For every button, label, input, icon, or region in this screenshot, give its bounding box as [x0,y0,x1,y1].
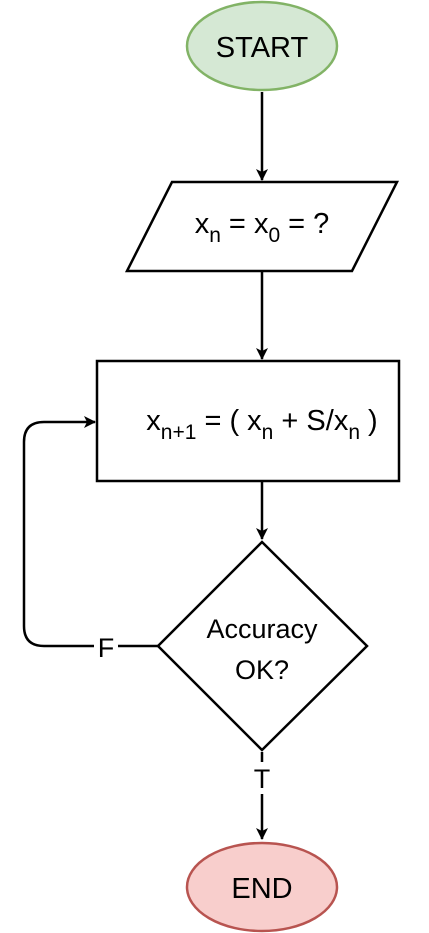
input-eq1: = [221,208,254,240]
false-label: F [98,633,115,663]
edge-labels: F T [94,632,274,794]
process-lhs: x [146,405,161,437]
input-label: xn = x0 = ? [195,208,330,247]
decision-line1: Accuracy [206,614,318,644]
input-x2: x [254,208,269,240]
input-eq2: = ? [280,208,329,240]
input-parallelogram [124,180,400,273]
true-label: T [254,764,271,794]
end-label: END [231,873,292,905]
arrow-false-loop [22,416,158,648]
process-close: ) [360,405,378,437]
process-t2: x [334,405,349,437]
decision-line2: OK? [235,655,289,685]
input-x2-subscript: 0 [268,224,280,247]
input-node: xn = x0 = ? [124,180,400,273]
process-mid2: + S/ [273,405,334,437]
false-label-bg [94,632,118,662]
process-t1-subscript: n [262,421,274,444]
input-x1: x [195,208,210,240]
decision-diamond [156,540,369,752]
start-ellipse [185,0,339,92]
true-label-bg [250,762,274,794]
process-t1: x [247,405,262,437]
input-x1-subscript: n [209,224,221,247]
process-node: xn+1 = ( xn + S/xn ) [95,359,401,483]
process-label: xn+1 = ( xn + S/xn ) [146,405,377,444]
start-node: START [185,0,339,92]
end-node: END [185,841,339,933]
start-label: START [216,32,309,64]
process-rect [95,359,401,483]
end-ellipse [185,841,339,933]
process-mid1: = ( [196,405,247,437]
decision-node: Accuracy OK? [156,540,369,752]
process-lhs-subscript: n+1 [161,421,197,444]
process-t2-subscript: n [348,421,360,444]
